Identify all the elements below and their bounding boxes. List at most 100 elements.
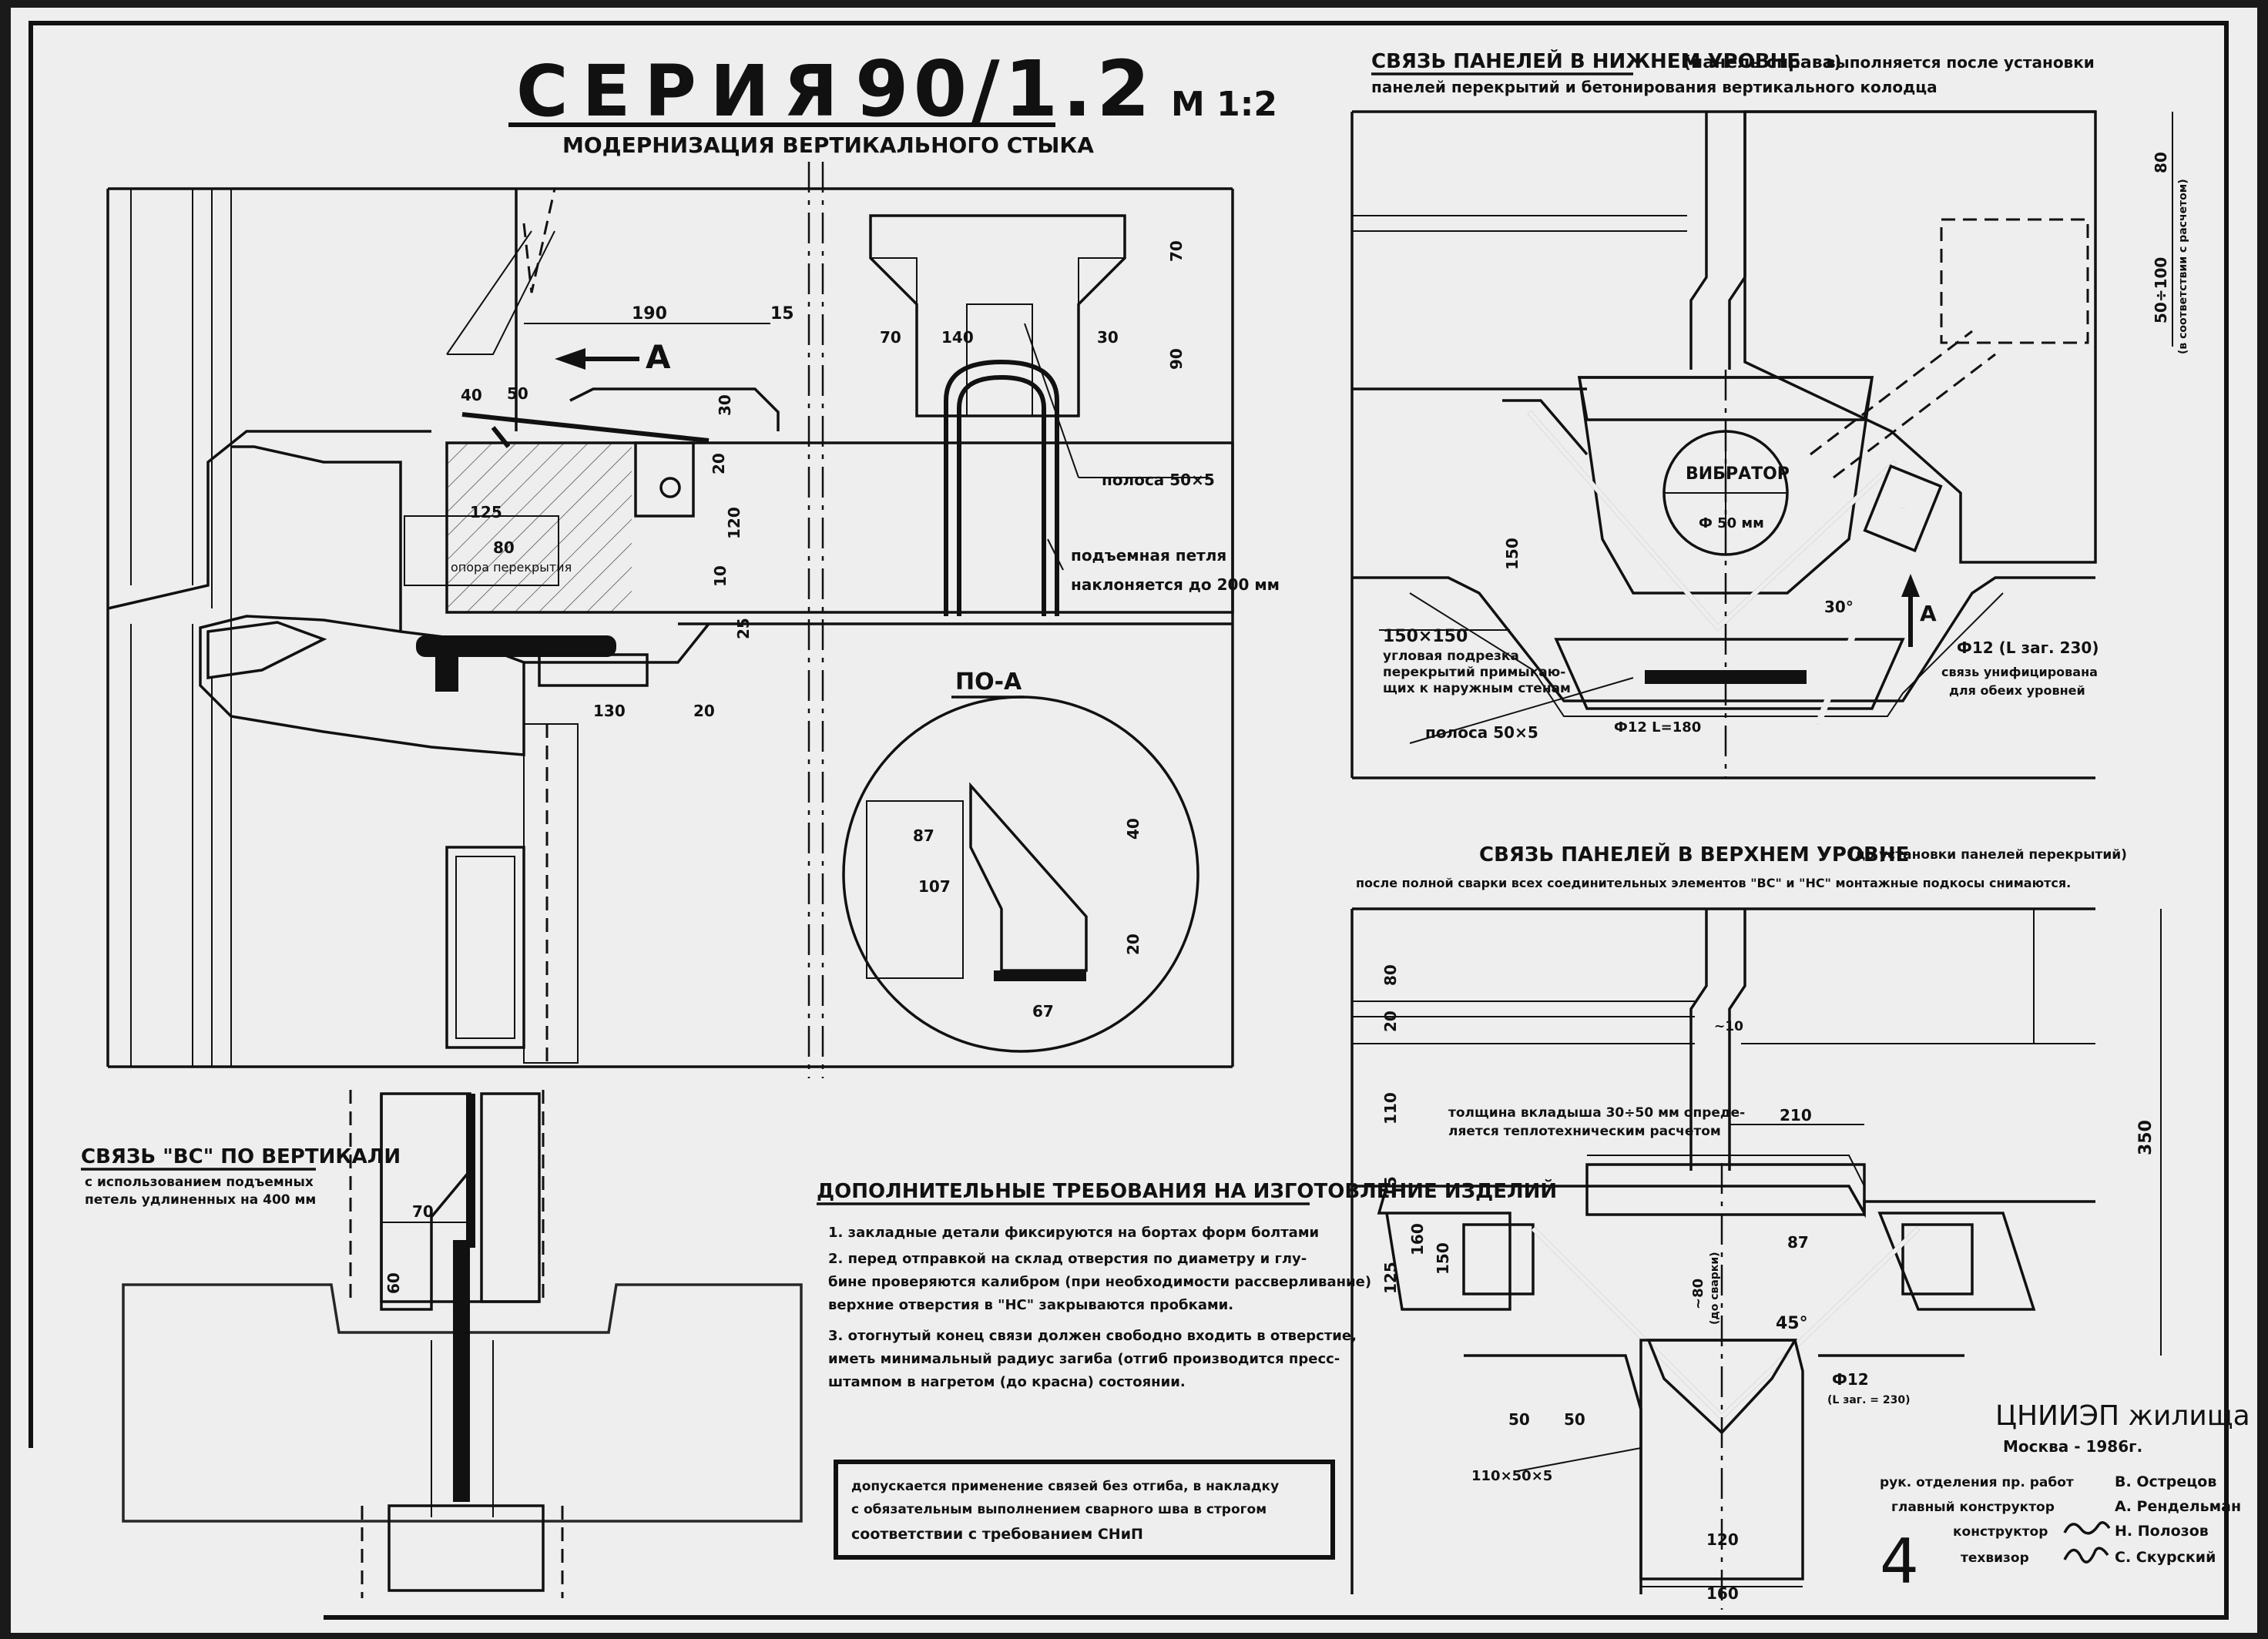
upper-rod: Ф12 bbox=[1832, 1370, 1869, 1389]
requirements-title: ДОПОЛНИТЕЛЬНЫЕ ТРЕБОВАНИЯ НА ИЗГОТОВЛЕНИ… bbox=[817, 1178, 1557, 1203]
label-support: опора перекрытия bbox=[451, 560, 572, 575]
upper-dim-110: 110 bbox=[1381, 1092, 1400, 1125]
requirement-line: 1. закладные детали фиксируются на борта… bbox=[828, 1225, 1319, 1241]
name: Н. Полозов bbox=[2115, 1523, 2209, 1540]
upper-rod2: (L заг. = 230) bbox=[1827, 1394, 1911, 1406]
lower-dim-80: 80 bbox=[2152, 152, 2170, 173]
section-a-marker: А bbox=[646, 338, 671, 376]
upper-dim-vert2: (до сварки) bbox=[1709, 1252, 1721, 1325]
role: главный конструктор bbox=[1891, 1500, 2055, 1515]
upper-dim-50a: 50 bbox=[1508, 1410, 1530, 1429]
dim-15: 15 bbox=[770, 304, 794, 323]
vibrator-dia: Ф 50 мм bbox=[1699, 515, 1764, 531]
requirement-line: иметь минимальный радиус загиба (отгиб п… bbox=[828, 1351, 1340, 1367]
lower-dim-150: 150 bbox=[1503, 538, 1522, 570]
sheet-number: 4 bbox=[1880, 1526, 1919, 1597]
vs-text-1: с использованием подъемных bbox=[85, 1175, 314, 1190]
vs-text-2: петель удлиненных на 400 мм bbox=[85, 1192, 316, 1208]
vs-dim-60: 60 bbox=[384, 1272, 403, 1294]
vertical-bond-detail: СВЯЗЬ "ВС" ПО ВЕРТИКАЛИ с использованием… bbox=[81, 1090, 803, 1598]
title-block: ЦНИИЭП жилища Москва - 1986г. рук. отдел… bbox=[1880, 1400, 2250, 1597]
label-strip: полоса 50×5 bbox=[1102, 471, 1215, 489]
paper bbox=[11, 8, 2257, 1633]
lower-label-strip: полоса 50×5 bbox=[1425, 723, 1538, 742]
dim-20c: 20 bbox=[1124, 933, 1142, 955]
upper-dim-125: 125 bbox=[1381, 1262, 1400, 1294]
lower-label-bond2: для обеих уровней bbox=[1949, 683, 2085, 698]
upper-dim-87: 87 bbox=[1787, 1233, 1809, 1252]
dim-40: 40 bbox=[461, 386, 482, 404]
upper-title-1: СВЯЗЬ ПАНЕЛЕЙ В ВЕРХНЕМ УРОВНЕ bbox=[1479, 842, 1909, 866]
requirements-block: ДОПОЛНИТЕЛЬНЫЕ ТРЕБОВАНИЯ НА ИЗГОТОВЛЕНИ… bbox=[817, 1178, 1557, 1560]
upper-strip: 110×50×5 bbox=[1471, 1468, 1552, 1484]
dim-25: 25 bbox=[734, 618, 753, 639]
dim-20a: 20 bbox=[710, 453, 728, 474]
lower-label-cut3: щих к наружным стенам bbox=[1383, 681, 1571, 696]
upper-dim-210: 210 bbox=[1780, 1106, 1812, 1125]
dim-125: 125 bbox=[470, 503, 502, 521]
requirement-line: штампом в нагретом (до красна) состоянии… bbox=[828, 1374, 1186, 1390]
lower-label-cut: угловая подрезка bbox=[1383, 649, 1519, 664]
upper-angle: 45° bbox=[1776, 1314, 1808, 1333]
upper-dim-160: 160 bbox=[1408, 1223, 1427, 1255]
upper-note-2: ляется теплотехническим расчетом bbox=[1448, 1124, 1721, 1139]
dim-30c: 30 bbox=[1097, 328, 1119, 347]
role: рук. отделения пр. работ bbox=[1880, 1475, 2074, 1490]
dim-70v: 70 bbox=[1167, 240, 1186, 262]
upper-title-3: после полной сварки всех соединительных … bbox=[1356, 876, 2071, 890]
upper-dim-80: 80 bbox=[1381, 964, 1400, 986]
note-box-line: допускается применение связей без отгиба… bbox=[851, 1479, 1279, 1494]
series-word: СЕРИЯ bbox=[516, 50, 852, 132]
lower-angle: 30° bbox=[1824, 598, 1854, 616]
dim-80: 80 bbox=[493, 538, 515, 557]
org-name: ЦНИИЭП жилища bbox=[1995, 1400, 2250, 1432]
scale-label: М 1:2 bbox=[1171, 85, 1277, 124]
upper-dim-10: ~10 bbox=[1714, 1019, 1743, 1034]
name: В. Острецов bbox=[2115, 1473, 2216, 1490]
lower-label-rod2: Ф12 (L заг. 230) bbox=[1957, 639, 2099, 657]
dim-130: 130 bbox=[593, 702, 626, 720]
label-loop-2: наклоняется до 200 мм bbox=[1071, 575, 1280, 594]
dim-70: 70 bbox=[880, 328, 901, 347]
requirement-line: 2. перед отправкой на склад отверстия по… bbox=[828, 1251, 1307, 1267]
dim-107: 107 bbox=[918, 877, 951, 896]
dim-20b: 20 bbox=[693, 702, 715, 720]
requirement-line: верхние отверстия в "НС" закрываются про… bbox=[828, 1297, 1233, 1313]
upper-dim-150: 150 bbox=[1434, 1242, 1452, 1275]
role: техвизор bbox=[1961, 1550, 2029, 1566]
dim-40b: 40 bbox=[1124, 818, 1142, 840]
section-title: ПО-А bbox=[955, 669, 1022, 695]
requirement-line: бине проверяются калибром (при необходим… bbox=[828, 1274, 1371, 1290]
lower-title-2: (панель справа) bbox=[1683, 53, 1842, 72]
series-title: СЕРИЯ 90/1.2 МОДЕРНИЗАЦИЯ ВЕРТИКАЛЬНОГО … bbox=[508, 44, 1277, 158]
vs-dim-70: 70 bbox=[412, 1202, 434, 1221]
dim-140: 140 bbox=[941, 328, 974, 347]
lower-level-joint-detail: СВЯЗЬ ПАНЕЛЕЙ В НИЖНЕМ УРОВНЕ (панель сп… bbox=[1350, 49, 2189, 779]
lower-label-bond1: связь унифицирована bbox=[1941, 665, 2098, 679]
dim-87: 87 bbox=[913, 826, 934, 845]
vs-title: СВЯЗЬ "ВС" ПО ВЕРТИКАЛИ bbox=[81, 1145, 401, 1168]
lower-title-4: панелей перекрытий и бетонирования верти… bbox=[1371, 78, 1938, 96]
lower-title-3: выполняется после установки bbox=[1826, 53, 2095, 72]
note-box bbox=[834, 1460, 1335, 1560]
upper-dim-120: 120 bbox=[1706, 1530, 1739, 1549]
lower-dim-50-100: 50÷100 bbox=[2152, 257, 2170, 323]
dim-120: 120 bbox=[725, 507, 743, 539]
dim-30a: 30 bbox=[716, 394, 734, 416]
dim-90: 90 bbox=[1167, 348, 1186, 370]
subtitle: МОДЕРНИЗАЦИЯ ВЕРТИКАЛЬНОГО СТЫКА bbox=[562, 132, 1094, 158]
role: конструктор bbox=[1953, 1524, 2048, 1540]
requirement-line: 3. отогнутый конец связи должен свободно… bbox=[828, 1328, 1357, 1344]
upper-dim-vert1: ~80 bbox=[1690, 1279, 1706, 1309]
upper-dim-350: 350 bbox=[2136, 1120, 2156, 1155]
upper-level-joint-detail: СВЯЗЬ ПАНЕЛЕЙ В ВЕРХНЕМ УРОВНЕ (до устан… bbox=[1350, 842, 2162, 1610]
dim-50: 50 bbox=[507, 384, 528, 403]
name: С. Скурский bbox=[2115, 1549, 2216, 1566]
dim-10: 10 bbox=[711, 565, 730, 587]
label-loop-1: подъемная петля bbox=[1071, 546, 1226, 565]
lower-label-rod: Ф12 L=180 bbox=[1614, 719, 1701, 736]
upper-dim-20: 20 bbox=[1381, 1011, 1400, 1032]
lower-label-cut2: перекрытий примыкаю- bbox=[1383, 665, 1565, 680]
